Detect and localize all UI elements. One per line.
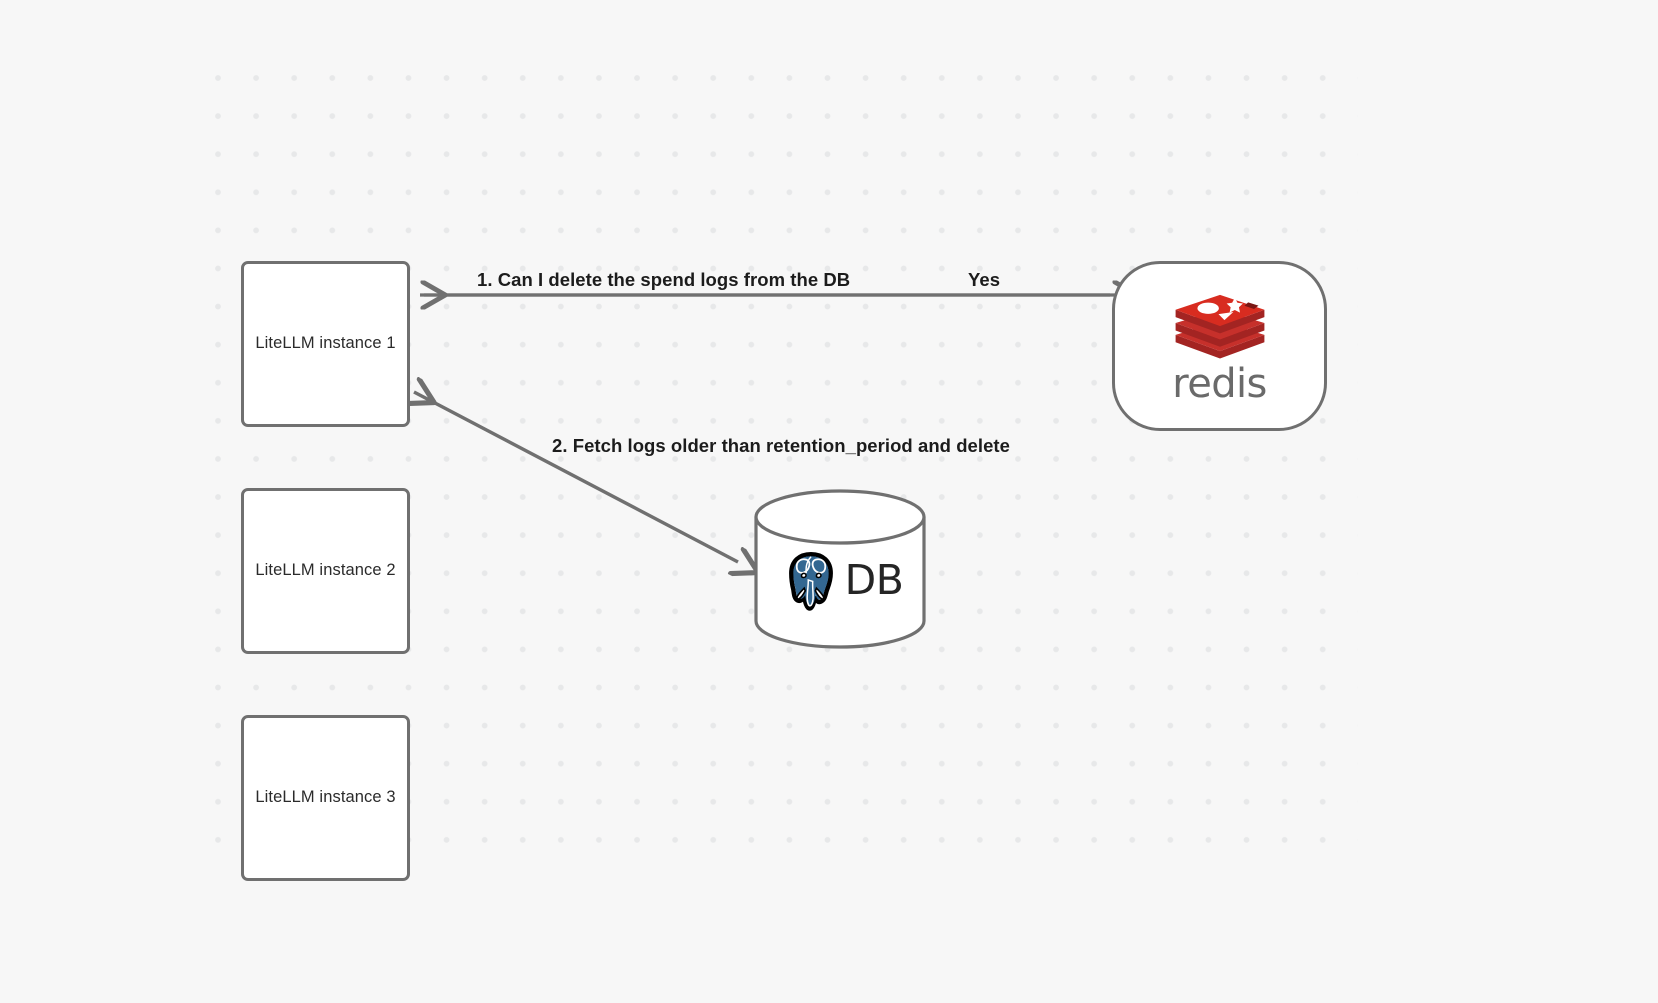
node-redis[interactable]: redis (1112, 261, 1327, 431)
postgresql-elephant-icon (788, 551, 833, 611)
edge-label-step-1: 1. Can I delete the spend logs from the … (477, 269, 851, 290)
node-litellm-instance-3-label: LiteLLM instance 3 (255, 788, 396, 807)
database-label: DB (844, 555, 904, 604)
node-litellm-instance-2[interactable]: LiteLLM instance 2 (241, 488, 410, 654)
node-litellm-instance-2-label: LiteLLM instance 2 (255, 561, 396, 580)
node-litellm-instance-3[interactable]: LiteLLM instance 3 (241, 715, 410, 881)
node-litellm-instance-1[interactable]: LiteLLM instance 1 (241, 261, 410, 427)
node-litellm-instance-1-label: LiteLLM instance 1 (255, 334, 396, 353)
cylinder-shape (754, 489, 926, 649)
redis-wordmark-label: redis (1172, 361, 1267, 407)
edge-label-step-2: 2. Fetch logs older than retention_perio… (552, 435, 1010, 456)
edge-database-to-instance-1 (414, 392, 738, 562)
redis-logo-icon (1175, 294, 1264, 359)
edge-label-yes: Yes (968, 269, 1001, 290)
database-logo-row: DB (753, 546, 927, 614)
node-database[interactable]: DB (753, 488, 927, 650)
